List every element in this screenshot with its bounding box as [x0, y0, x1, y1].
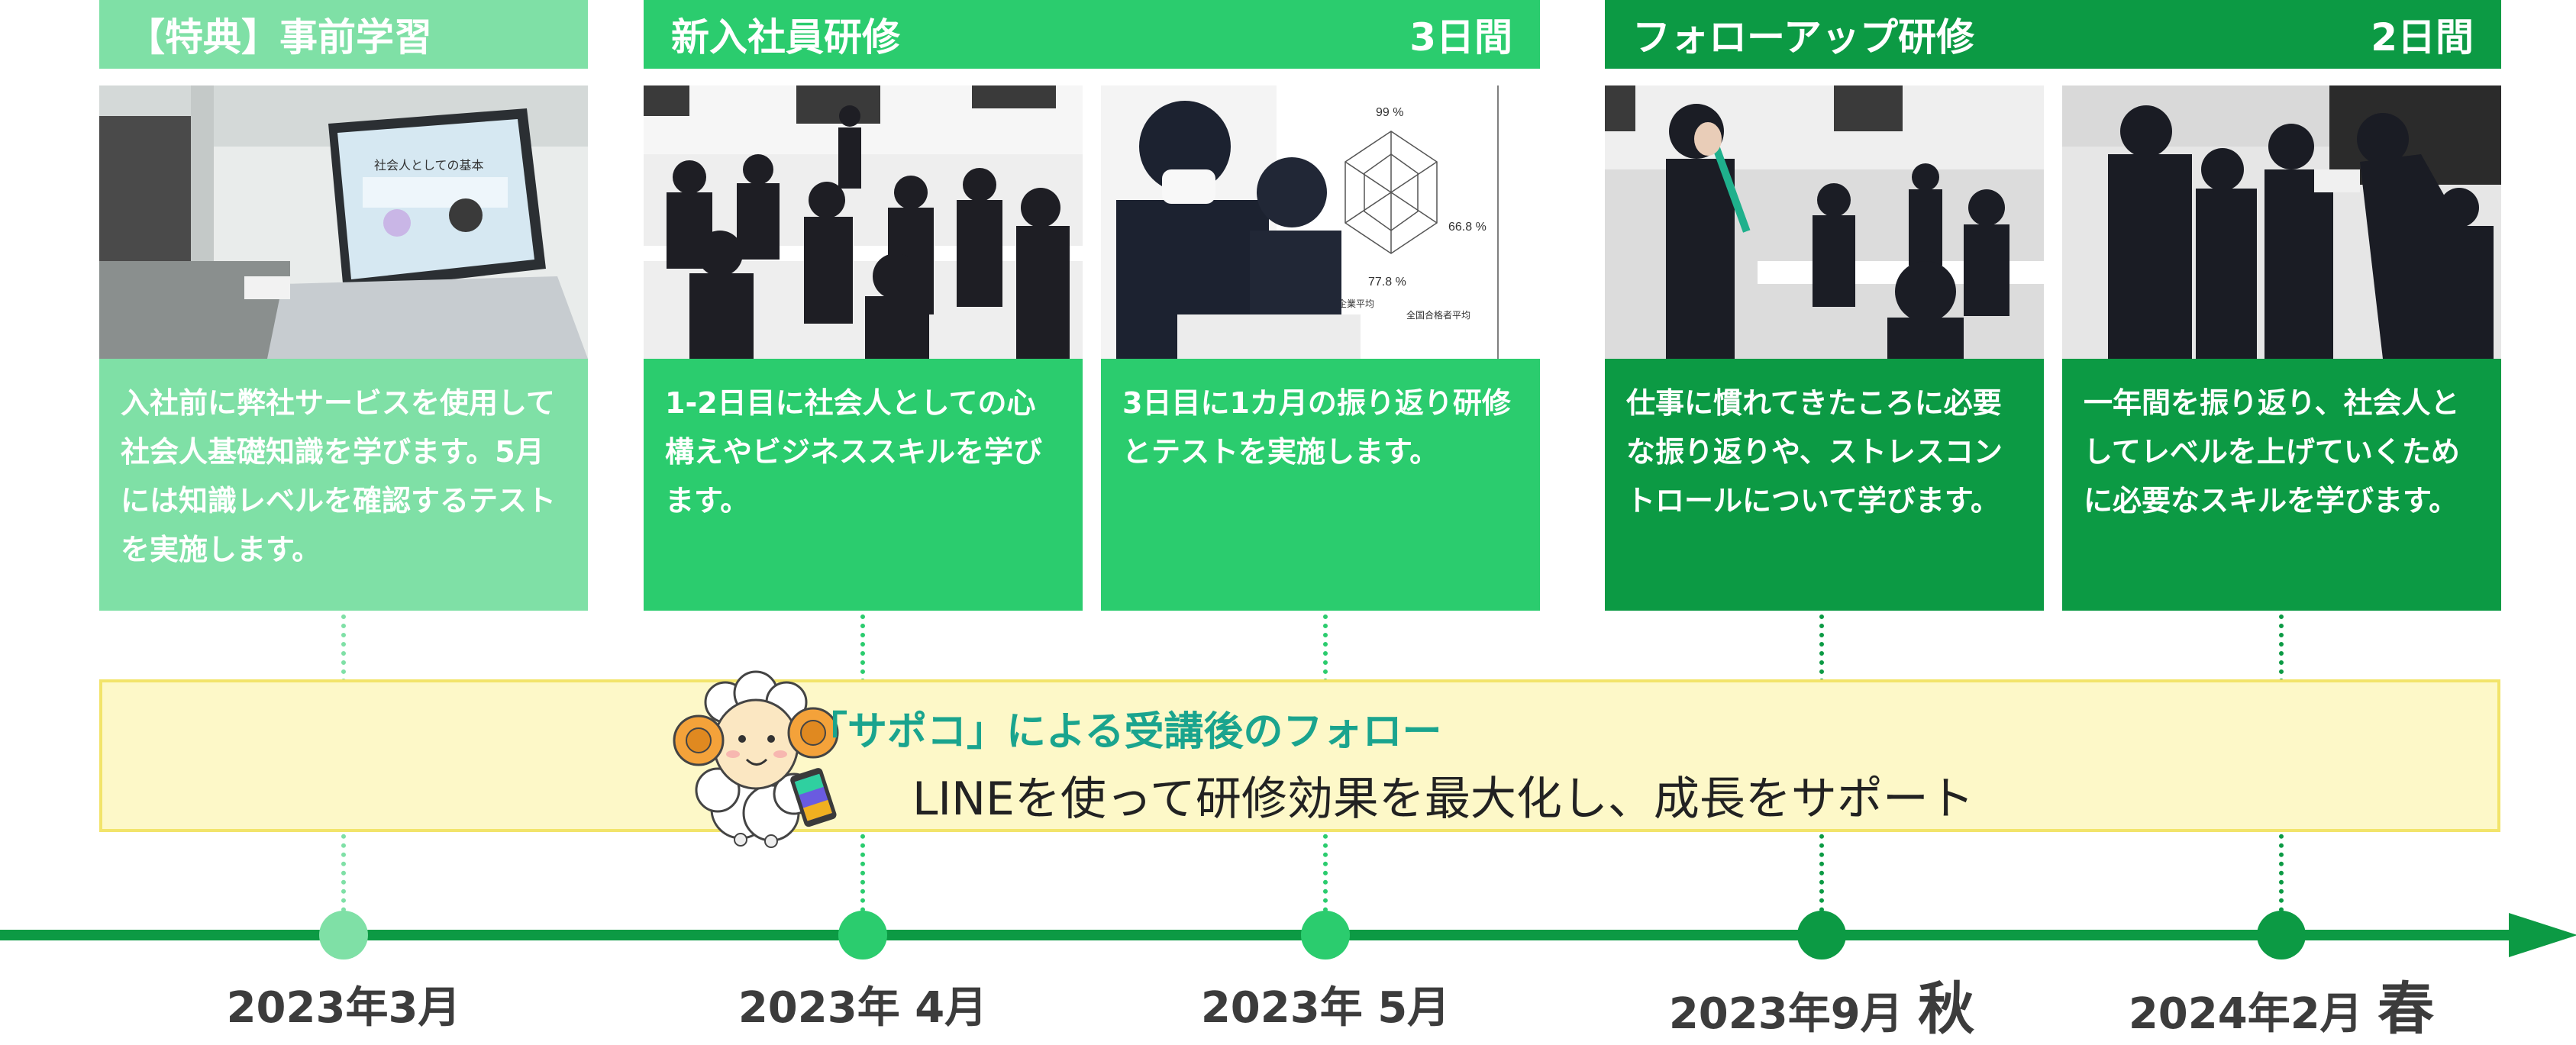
training-seminar-photo — [644, 85, 1083, 359]
chart-pct-right: 66.8 % — [1448, 221, 1487, 234]
timeline-dot — [838, 911, 887, 960]
card-description-follow-1: 仕事に慣れてきたころに必要な振り返りや、ストレスコントロールについて学びます。 — [1605, 359, 2044, 611]
section-title: 新入社員研修 — [671, 15, 900, 60]
section-header-new-employee: 新入社員研修 3日間 — [644, 0, 1540, 69]
follow-title: 「サポコ」による受講後のフォロー — [808, 709, 1442, 755]
chart-pct-bottom: 77.8 % — [1368, 276, 1406, 289]
timeline-date: 2024年2月 春 — [2129, 963, 2434, 1045]
section-duration: 2日間 — [2371, 15, 2474, 60]
timeline-dot — [1301, 911, 1350, 960]
date-label: 2023年 4月 — [738, 983, 988, 1033]
card-description-follow-2: 一年間を振り返り、社会人としてレベルを上げていくために必要なスキルを学びます。 — [2062, 359, 2501, 611]
timeline-date: 2023年 5月 — [1201, 973, 1450, 1035]
section-title: 【特典】事前学習 — [127, 15, 432, 60]
date-label: 2023年9月 — [1668, 989, 1903, 1039]
date-label: 2023年 5月 — [1200, 983, 1451, 1033]
laptop-screen-text: 社会人としての基本 — [374, 159, 484, 173]
timeline-dot — [319, 911, 368, 960]
timeline-dot — [1797, 911, 1846, 960]
section-header-follow-up: フォローアップ研修 2日間 — [1605, 0, 2501, 69]
test-review-photo: 99 % 66.8 % 77.8 % 7 % 企業平均 全国合格者平均 — [1101, 85, 1540, 359]
date-label: 2024年2月 — [2128, 989, 2363, 1039]
season-label: 春 — [2377, 976, 2435, 1042]
season-label: 秋 — [1918, 976, 1975, 1042]
bowing-practice-photo — [2062, 85, 2501, 359]
timeline-axis — [0, 930, 2512, 940]
card-description-day1-2: 1-2日目に社会人としての心構えやビジネススキルを学びます。 — [644, 359, 1083, 611]
section-duration: 3日間 — [1409, 15, 1512, 60]
section-title: フォローアップ研修 — [1632, 15, 1974, 60]
timeline-dot — [2257, 911, 2306, 960]
chart-pct-top: 99 % — [1376, 106, 1403, 119]
sheep-mascot-icon — [673, 670, 839, 848]
timeline-date: 2023年 4月 — [738, 973, 987, 1035]
chart-legend-1: 企業平均 — [1338, 298, 1374, 309]
date-label: 2023年3月 — [226, 983, 461, 1033]
card-description-day3: 3日目に1カ月の振り返り研修とテストを実施します。 — [1101, 359, 1540, 611]
timeline-arrow-icon — [2509, 913, 2576, 957]
section-header-pre-learning: 【特典】事前学習 — [99, 0, 588, 69]
follow-subtitle: LINEを使って研修効果を最大化し、成長をサポート — [912, 772, 1974, 826]
chart-legend-2: 全国合格者平均 — [1406, 309, 1470, 321]
roleplay-training-photo — [1605, 85, 2044, 359]
timeline-date: 2023年9月 秋 — [1669, 963, 1974, 1045]
follow-banner — [99, 679, 2500, 832]
timeline-date: 2023年3月 — [227, 973, 461, 1035]
card-description-pre-learning: 入社前に弊社サービスを使用して社会人基礎知識を学びます。5月には知識レベルを確認… — [99, 359, 588, 611]
classroom-laptop-photo: 社会人としての基本 — [99, 85, 588, 359]
